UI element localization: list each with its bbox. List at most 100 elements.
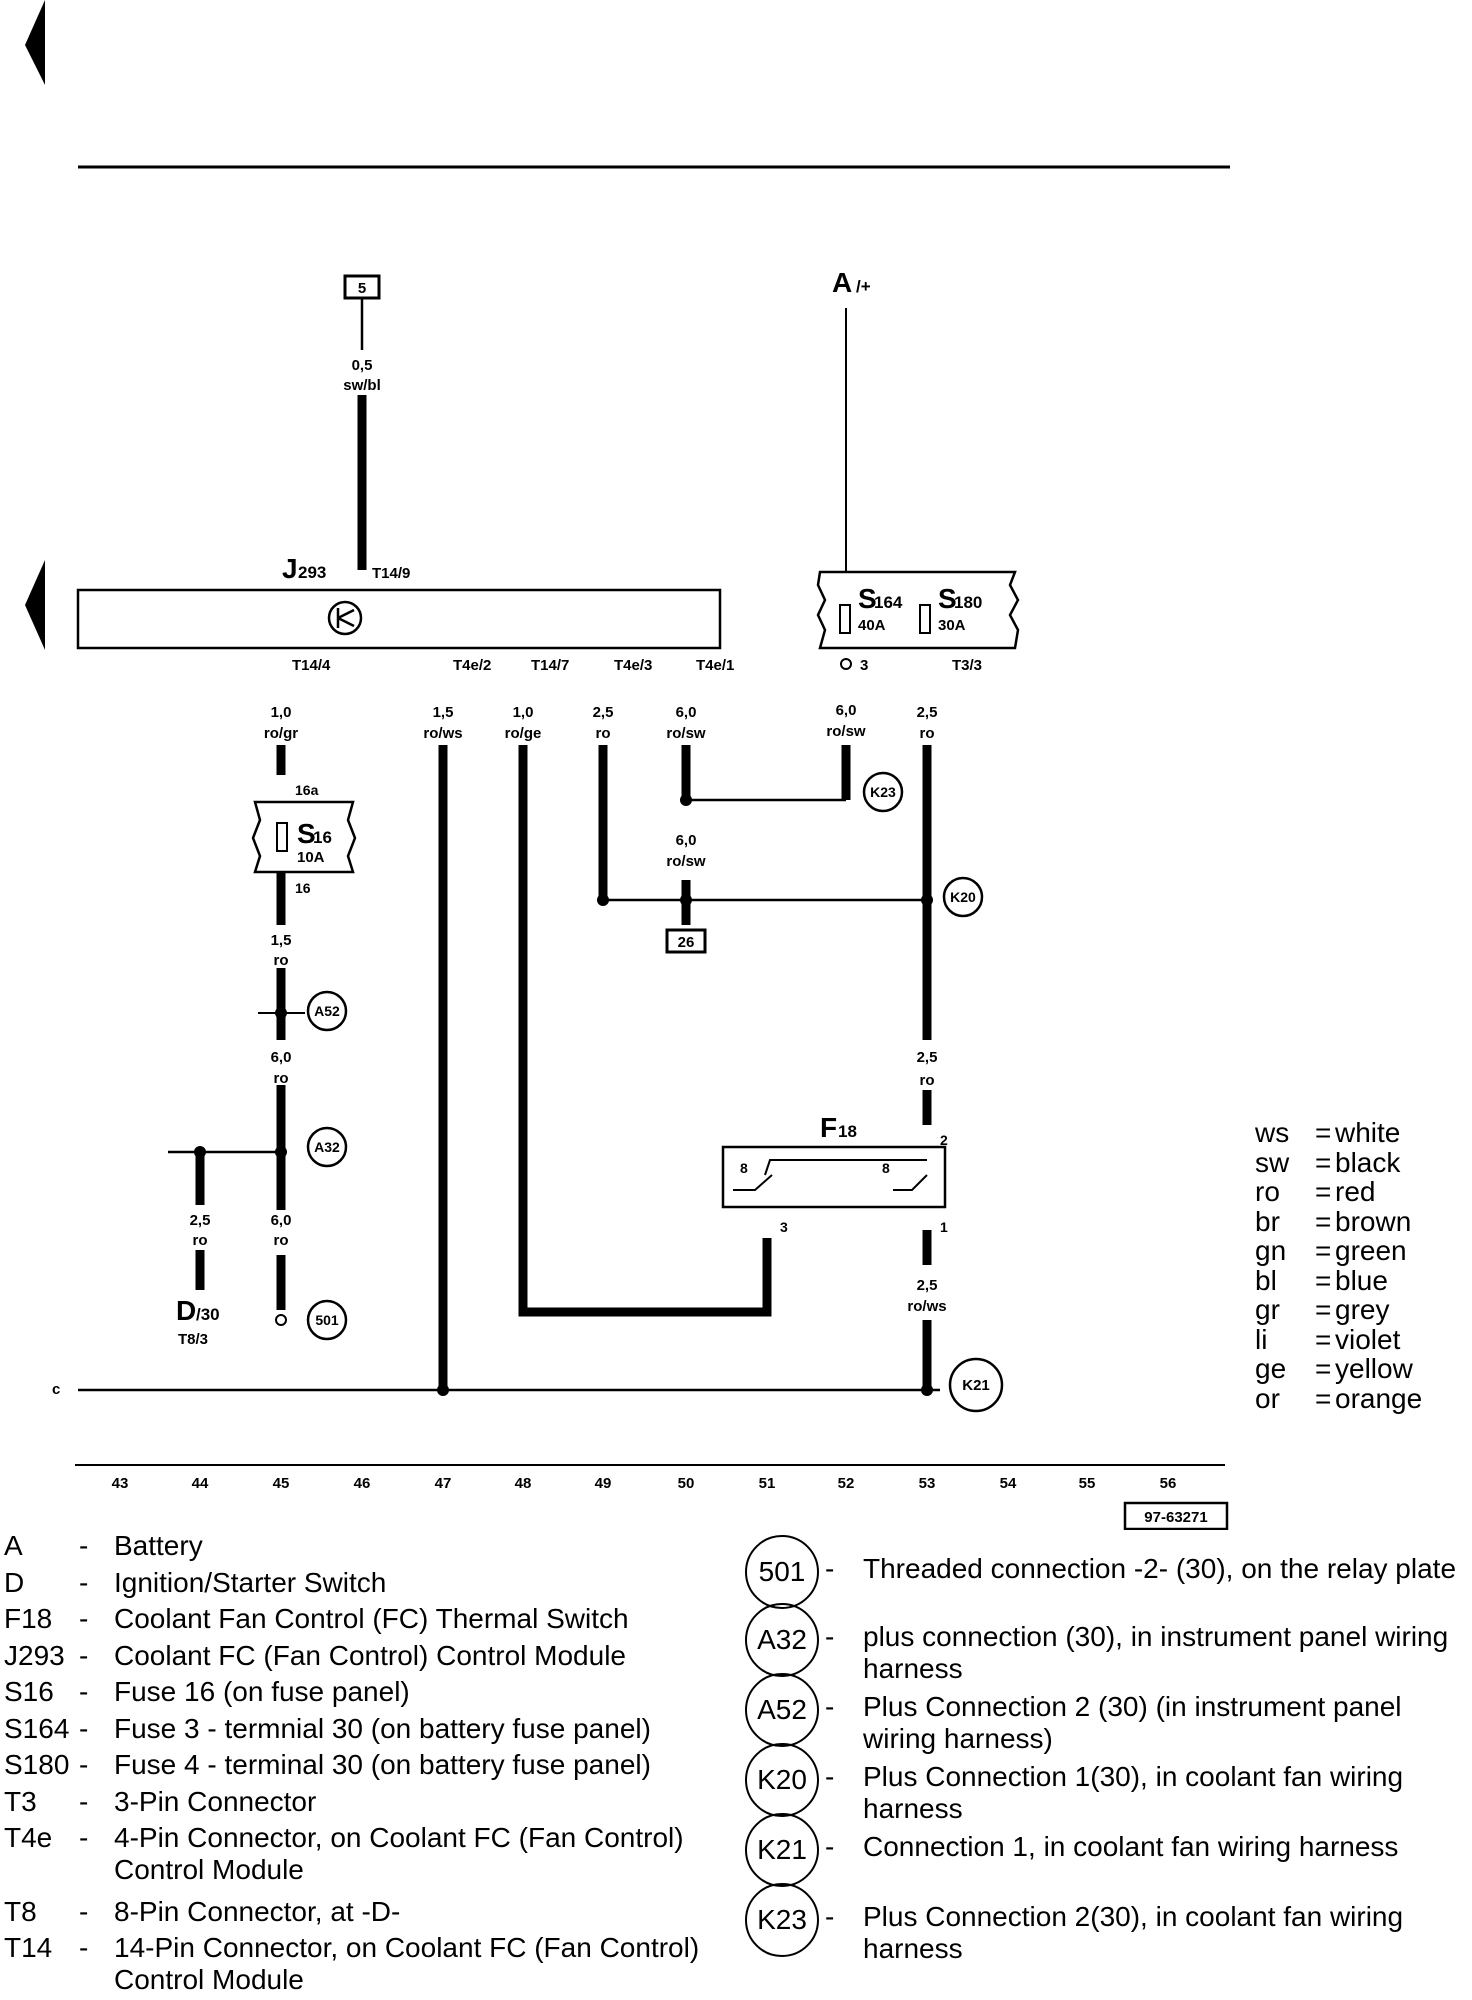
svg-text:0,5: 0,5 [352,357,373,374]
legend-name: red [1335,1176,1376,1207]
legend-equals: = [1315,1205,1332,1237]
svg-text:ro: ro [274,952,289,969]
component-dash: - [79,1822,89,1853]
component-key-row: T4e-4-Pin Connector, on Coolant FC (Fan … [4,1822,714,1886]
component-key-row: S16-Fuse 16 (on fuse panel) [4,1676,714,1740]
legend-row: li=violet [1255,1323,1455,1355]
component-dash: - [79,1786,89,1817]
svg-text:K20: K20 [950,889,976,905]
component-desc: 8-Pin Connector, at -D- [114,1896,401,1927]
component-key-row: T14-14-Pin Connector, on Coolant FC (Fan… [4,1932,714,1996]
component-desc: Coolant Fan Control (FC) Thermal Switch [114,1603,629,1634]
legend-equals: = [1315,1323,1332,1355]
component-code: S16 [4,1676,54,1707]
svg-text:30A: 30A [938,617,966,634]
svg-text:S: S [297,818,316,849]
track-number: 48 [515,1475,532,1492]
legend-equals: = [1315,1353,1332,1384]
svg-text:1,5: 1,5 [433,704,454,721]
legend-name: green [1335,1235,1407,1266]
svg-text:S: S [858,583,877,614]
svg-text:6,0: 6,0 [836,702,857,719]
svg-text:16a: 16a [295,782,319,798]
svg-text:97-63271: 97-63271 [1144,1509,1207,1526]
component-dash: - [79,1676,89,1707]
component-desc: Battery [114,1530,203,1561]
component-code: T3 [4,1786,37,1817]
legend-row: br =brown [1255,1205,1455,1237]
track-number: 43 [112,1475,129,1492]
component-desc: Ignition/Starter Switch [114,1567,387,1598]
ground-label: c [52,1381,60,1398]
svg-text:/+: /+ [856,277,871,296]
component-dash: - [79,1896,89,1927]
svg-text:6,0: 6,0 [271,1212,292,1229]
svg-text:2,5: 2,5 [917,704,938,721]
svg-text:501: 501 [315,1312,339,1328]
svg-text:6,0: 6,0 [676,704,697,721]
junction-dots [194,794,933,1396]
thermal-switch-f18: F 18 8 8 [721,1112,947,1209]
svg-text:D: D [176,1295,196,1326]
connection-id-circle: K23 [745,1883,819,1957]
svg-text:ro: ro [193,1232,208,1249]
component-dash: - [79,1749,89,1780]
svg-text:2,5: 2,5 [917,1049,938,1066]
svg-text:1,0: 1,0 [271,704,292,721]
svg-text:164: 164 [874,593,903,612]
connection-id-circle: 501 [745,1535,819,1609]
terminal-circles [275,658,852,1326]
connection-dash: - [825,1831,835,1862]
connection-key-row: K23-Plus Connection 2(30), in coolant fa… [745,1883,1465,1964]
connection-key: 501-Threaded connection -2- (30), on the… [0,1535,1472,2000]
component-key-row: S164-Fuse 3 - termnial 30 (on battery fu… [4,1713,714,1777]
component-code: A [4,1530,23,1561]
legend-code: gn [1255,1235,1287,1266]
ref-box-26: 26 [665,928,707,954]
connection-desc: plus connection (30), in instrument pane… [863,1621,1449,1684]
component-key-row: T3-3-Pin Connector [4,1786,714,1850]
svg-text:6,0: 6,0 [676,832,697,849]
connection-k20: K20 [942,876,984,918]
component-dash: - [79,1530,89,1561]
component-code: S164 [4,1713,70,1744]
svg-text:293: 293 [298,563,326,582]
track-number: 50 [678,1475,695,1492]
legend-equals: = [1315,1146,1332,1178]
svg-text:T3/3: T3/3 [952,657,982,674]
component-code: T4e [4,1822,53,1853]
module-j293 [76,588,722,650]
legend-code: or [1255,1382,1280,1414]
component-code: D [4,1567,25,1598]
component-code: F18 [4,1603,53,1634]
component-desc: 14-Pin Connector, on Coolant FC (Fan Con… [114,1932,700,1995]
legend-code: li [1255,1323,1268,1355]
legend-row: bl=blue [1255,1264,1455,1296]
connection-id-circle: A52 [745,1673,819,1747]
legend-code: br [1255,1205,1280,1237]
legend-row: ws=white [1255,1118,1455,1148]
connection-key-row: K21-Connection 1, in coolant fan wiring … [745,1813,1465,1887]
svg-text:2,5: 2,5 [190,1212,211,1229]
svg-text:2,5: 2,5 [593,704,614,721]
legend-name: blue [1335,1264,1388,1296]
component-dash: - [79,1713,89,1744]
legend-name: white [1335,1117,1401,1148]
svg-text:2: 2 [940,1132,948,1148]
ignition-switch-label: D /30 T8/3 [176,1295,220,1348]
legend-name: brown [1335,1205,1412,1237]
connection-k21: K21 [948,1357,1004,1413]
legend-row: ge=yellow [1255,1354,1455,1384]
component-dash: - [79,1567,89,1598]
svg-text:5: 5 [358,280,366,297]
svg-text:ro: ro [274,1232,289,1249]
legend-row: gn=green [1255,1236,1455,1266]
legend-row: or=orange [1255,1382,1455,1414]
fuse-s180: S 180 30A [919,583,982,634]
fuse-panel-s16 [251,800,357,874]
legend-code: ge [1255,1353,1287,1384]
connection-dash: - [825,1553,835,1584]
svg-text:180: 180 [954,593,982,612]
page-marker-left-top [25,0,45,85]
legend-equals: = [1315,1294,1332,1325]
